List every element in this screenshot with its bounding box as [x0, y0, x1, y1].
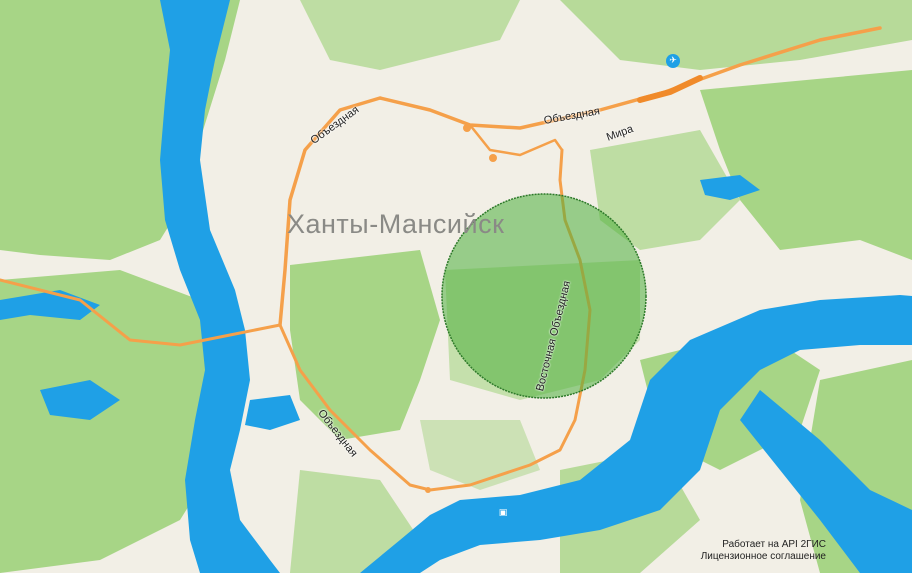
map-attribution: Работает на API 2ГИС Лицензионное соглаш… — [701, 539, 826, 563]
attribution-powered-by: Работает на API 2ГИС — [722, 539, 826, 550]
radius-circle[interactable] — [441, 193, 647, 399]
bus-station-icon[interactable]: ▣ — [496, 506, 510, 520]
license-agreement-link[interactable]: Лицензионное соглашение — [700, 551, 826, 562]
city-label: Ханты-Мансийск — [287, 209, 505, 239]
airport-icon[interactable]: ✈ — [666, 54, 680, 68]
